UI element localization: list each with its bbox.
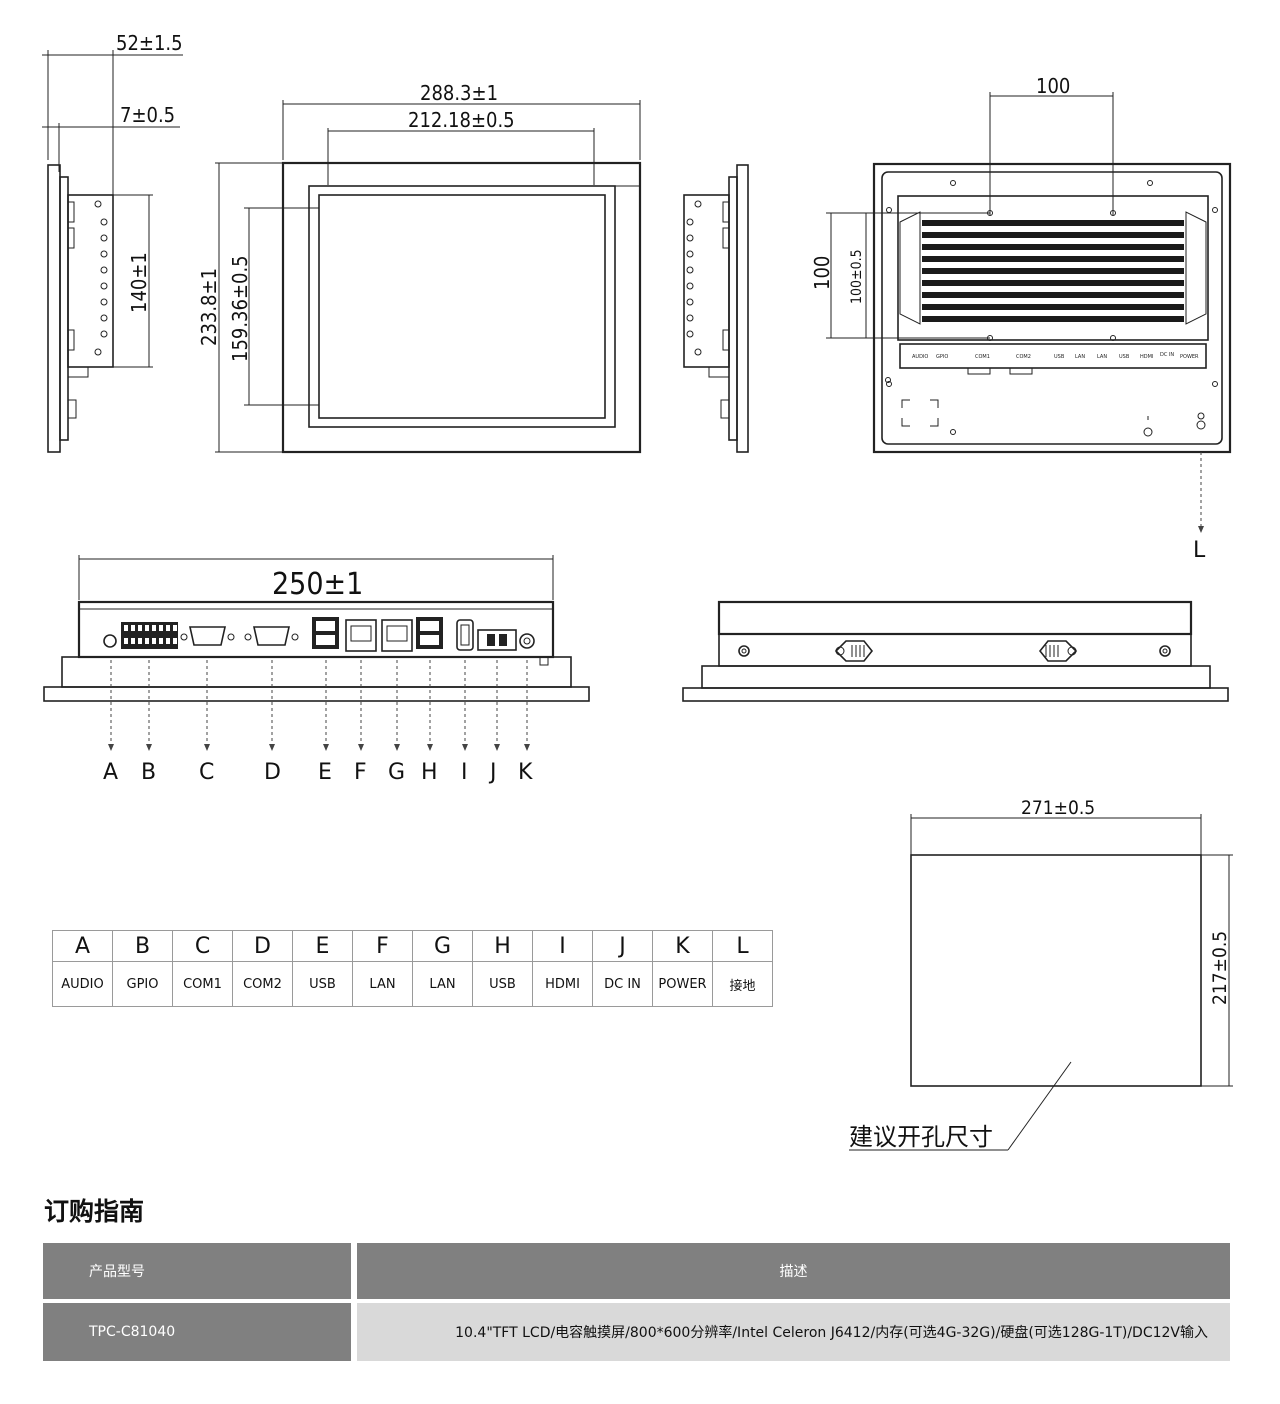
callout-letter-i: I xyxy=(461,760,468,785)
rear-port-label: LAN xyxy=(1075,354,1085,360)
callout-letter-a: A xyxy=(103,760,118,785)
port-name: LAN xyxy=(352,961,413,1007)
top-view xyxy=(682,600,1229,702)
callout-letter-e: E xyxy=(318,760,332,785)
product-model: TPC-C81040 xyxy=(43,1303,351,1361)
port-letter: K xyxy=(652,930,713,962)
dim-front-width: 288.3±1 xyxy=(420,81,498,105)
port-legend-table: A B C D E F G H I J K L AUDIO GPIO COM1 … xyxy=(52,930,773,1007)
dim-rear-vesa-v-outer: 100 xyxy=(810,256,834,290)
rear-port-label: COM1 xyxy=(975,354,990,360)
ordering-row: TPC-C81040 10.4"TFT LCD/电容触摸屏/800*600分辨率… xyxy=(43,1303,1230,1361)
dim-front-height: 233.8±1 xyxy=(197,268,221,346)
dim-cutout-height: 217±0.5 xyxy=(1209,931,1231,1005)
port-name: DC IN xyxy=(592,961,653,1007)
dim-side-depth: 52±1.5 xyxy=(116,31,183,55)
dim-bottom-width: 250±1 xyxy=(272,567,363,602)
port-name: USB xyxy=(292,961,353,1007)
heatsink-fins xyxy=(922,220,1184,322)
port-letter: F xyxy=(352,930,413,962)
rear-port-label: USB xyxy=(1119,354,1130,360)
bottom-view-ports: 250±1 xyxy=(43,555,590,785)
mechanical-drawing: 52±1.5 7±0.5 140±1 288.3±1 xyxy=(42,31,1233,1151)
dim-cutout-width: 271±0.5 xyxy=(1021,797,1095,819)
port-letter: B xyxy=(112,930,173,962)
port-name: LAN xyxy=(412,961,473,1007)
callout-letter-c: C xyxy=(199,760,214,785)
port-letter: L xyxy=(712,930,773,962)
callout-letter-k: K xyxy=(518,760,533,785)
rear-port-label: LAN xyxy=(1097,354,1107,360)
rear-port-label: HDMI xyxy=(1140,354,1153,360)
dim-rear-vesa-v-inner: 100±0.5 xyxy=(849,249,865,304)
dim-rear-vesa-h: 100 xyxy=(1036,74,1070,98)
port-name: POWER xyxy=(652,961,713,1007)
cutout-label: 建议开孔尺寸 xyxy=(849,1123,993,1151)
port-letter: A xyxy=(52,930,113,962)
side-view-left: 52±1.5 7±0.5 140±1 xyxy=(42,31,183,453)
rear-port-label: COM2 xyxy=(1016,354,1031,360)
port-letter: C xyxy=(172,930,233,962)
side-holes xyxy=(94,200,108,356)
callout-letter-l: L xyxy=(1193,538,1206,563)
port-letter: G xyxy=(412,930,473,962)
callout-letter-b: B xyxy=(141,760,156,785)
dim-side-height: 140±1 xyxy=(127,252,151,313)
port-letter: J xyxy=(592,930,653,962)
port-name: COM2 xyxy=(232,961,293,1007)
callout-letter-g: G xyxy=(388,760,405,785)
port-legend-names: AUDIO GPIO COM1 COM2 USB LAN LAN USB HDM… xyxy=(52,961,773,1007)
ordering-guide-title: 订购指南 xyxy=(44,1197,145,1226)
dim-front-screen-height: 159.36±0.5 xyxy=(228,255,252,362)
header-description: 描述 xyxy=(357,1243,1230,1299)
port-letter: D xyxy=(232,930,293,962)
callout-letter-d: D xyxy=(264,760,281,785)
rear-view: 100 AUDIO GP xyxy=(810,74,1232,563)
ordering-header-row: 产品型号 描述 xyxy=(43,1243,1230,1299)
port-name: USB xyxy=(472,961,533,1007)
dim-front-screen-width: 212.18±0.5 xyxy=(408,108,515,132)
callout-letter-f: F xyxy=(354,760,367,785)
rear-port-label: USB xyxy=(1054,354,1065,360)
side-view-right xyxy=(683,164,749,453)
ordering-table: 产品型号 描述 TPC-C81040 10.4"TFT LCD/电容触摸屏/80… xyxy=(43,1243,1230,1361)
port-name: COM1 xyxy=(172,961,233,1007)
port-name: AUDIO xyxy=(52,961,113,1007)
port-name: 接地 xyxy=(712,961,773,1007)
rear-port-label: GPIO xyxy=(936,354,948,360)
cutout-view: 271±0.5 217±0.5 建议开孔尺寸 xyxy=(849,797,1233,1151)
rear-port-label: POWER xyxy=(1180,354,1199,360)
port-legend-letters: A B C D E F G H I J K L xyxy=(52,930,773,962)
port-name: GPIO xyxy=(112,961,173,1007)
rear-port-label: AUDIO xyxy=(912,354,928,360)
front-view: 288.3±1 212.18±0.5 233.8±1 159.36±0.5 xyxy=(197,81,642,454)
header-model: 产品型号 xyxy=(43,1243,351,1299)
product-description: 10.4"TFT LCD/电容触摸屏/800*600分辨率/Intel Cele… xyxy=(357,1303,1230,1361)
port-name: HDMI xyxy=(532,961,593,1007)
dim-side-bezel: 7±0.5 xyxy=(120,103,175,127)
port-callouts: A B C D E F G H I J K xyxy=(103,660,533,785)
callout-letter-j: J xyxy=(488,760,497,785)
port-letter: H xyxy=(472,930,533,962)
port-letter: I xyxy=(532,930,593,962)
callout-letter-h: H xyxy=(421,760,438,785)
port-letter: E xyxy=(292,930,353,962)
rear-port-label: DC IN xyxy=(1160,352,1174,358)
